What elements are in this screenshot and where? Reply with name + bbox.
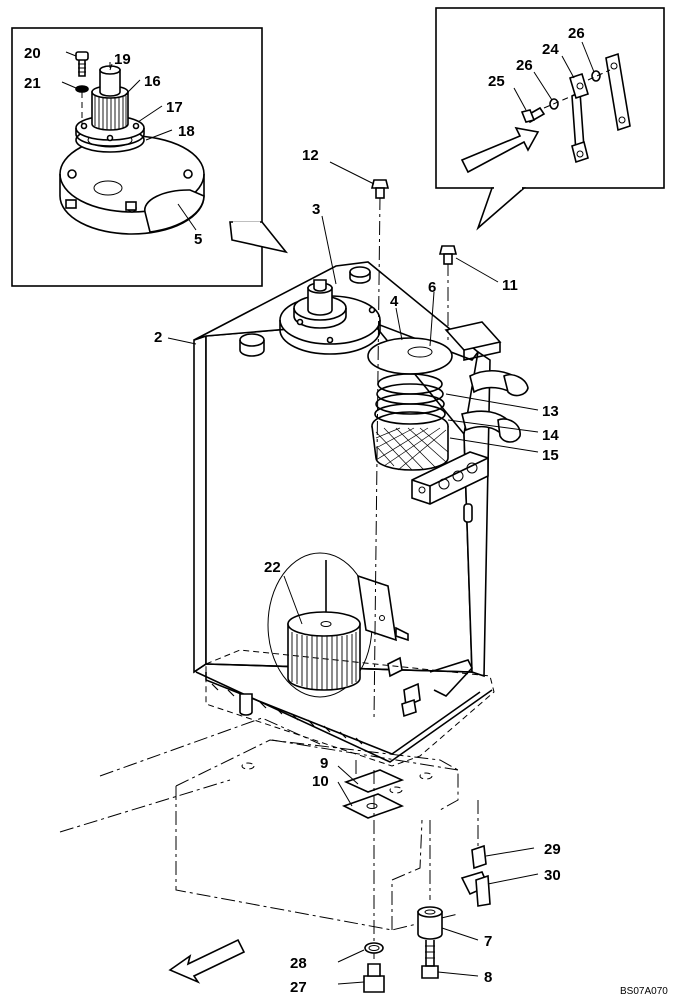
part-label-11: 11 <box>502 277 518 294</box>
part-label-28: 28 <box>290 955 307 972</box>
part-label-14: 14 <box>542 427 559 444</box>
part-label-4: 4 <box>390 293 399 310</box>
drawing-code: BS07A070 <box>620 986 668 997</box>
part-number-labels: 20 19 16 21 17 18 5 26 24 26 25 12 3 11 … <box>24 25 668 997</box>
part-label-3: 3 <box>312 201 320 218</box>
part-label-7: 7 <box>484 933 492 950</box>
part-label-21: 21 <box>24 75 41 92</box>
part-label-12: 12 <box>302 147 319 164</box>
part-label-26b: 26 <box>516 57 533 74</box>
breather-detail-callout <box>11 27 289 287</box>
part-label-2: 2 <box>154 329 162 346</box>
part-label-5: 5 <box>194 231 202 248</box>
part-label-25: 25 <box>488 73 505 90</box>
level-gauge-detail-callout <box>435 7 665 231</box>
part-label-8: 8 <box>484 969 492 986</box>
part-label-30: 30 <box>544 867 561 884</box>
part-label-26a: 26 <box>568 25 585 42</box>
part-label-13: 13 <box>542 403 559 420</box>
part-label-17: 17 <box>166 99 183 116</box>
part-label-27: 27 <box>290 979 307 996</box>
part-label-20: 20 <box>24 45 41 62</box>
part-label-24: 24 <box>542 41 559 58</box>
part-label-29: 29 <box>544 841 561 858</box>
part-label-22: 22 <box>264 559 281 576</box>
loose-hardware <box>168 179 491 993</box>
part-label-18: 18 <box>178 123 195 140</box>
part-label-9: 9 <box>320 755 328 772</box>
hydraulic-tank <box>193 261 529 767</box>
part-label-10: 10 <box>312 773 329 790</box>
part-label-19: 19 <box>114 51 131 68</box>
part-label-16: 16 <box>144 73 161 90</box>
part-label-15: 15 <box>542 447 559 464</box>
leader-lines <box>167 161 539 985</box>
part-label-6: 6 <box>428 279 436 296</box>
assembly-centerlines <box>373 195 479 960</box>
